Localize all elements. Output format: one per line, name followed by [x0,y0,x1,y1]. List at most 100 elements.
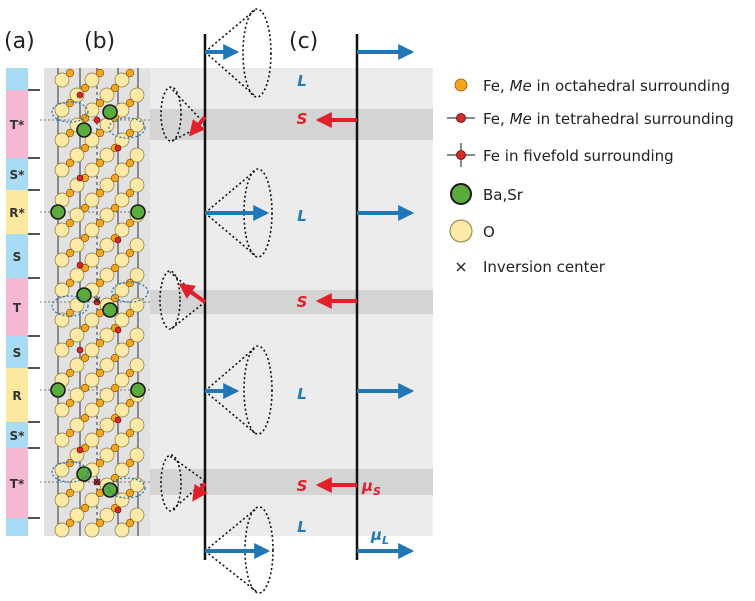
panel-label-a: (a) [4,29,35,54]
fe-octahedral-atom [110,353,120,363]
green-circle-icon [450,183,472,205]
fe-octahedral-atom [65,458,75,468]
red-dot-line-icon [456,113,466,123]
oxygen-atom [84,432,100,448]
fe-tetrahedral-atom [114,236,122,244]
oxygen-atom [99,147,115,163]
oxygen-atom [129,357,145,373]
fe-octahedral-atom [125,488,135,498]
oxygen-atom [69,477,85,493]
oxygen-atom [114,312,130,328]
oxygen-atom [114,522,130,538]
oxygen-atom [84,252,100,268]
oxygen-atom [114,402,130,418]
oxygen-atom [54,492,70,508]
legend-octahedral: Fe, Me in octahedral surrounding [483,77,730,95]
oxygen-atom [54,252,70,268]
fe-octahedral-atom [125,248,135,258]
fe-octahedral-atom [65,128,75,138]
oxygen-atom [129,297,145,313]
oxygen-atom [129,267,145,283]
basr-atom [76,466,92,482]
oxygen-atom [84,312,100,328]
oxygen-atom [54,312,70,328]
oxygen-atom [114,492,130,508]
fe-octahedral-atom [65,98,75,108]
oxygen-atom [54,342,70,358]
basr-atom [130,382,146,398]
fe-fivefold-atom [93,116,101,124]
fe-octahedral-atom [125,128,135,138]
oxygen-atom [54,282,70,298]
legend: Fe, Me in octahedral surrounding Fe, Me … [447,77,734,276]
oxygen-atom [99,447,115,463]
fe-octahedral-atom [125,398,135,408]
panel-label-c: (c) [289,29,318,54]
fe-octahedral-atom [125,188,135,198]
fe-octahedral-atom [80,353,90,363]
fe-octahedral-atom [80,113,90,123]
oxygen-atom [54,222,70,238]
oxygen-atom [129,237,145,253]
oxygen-atom [114,192,130,208]
basr-atom [76,122,92,138]
oxygen-atom [69,507,85,523]
fe-octahedral-atom [65,398,75,408]
block-highlight-ellipse [108,477,146,499]
fe-fivefold-atom [93,298,101,306]
fe-octahedral-atom [95,428,105,438]
fe-octahedral-atom [80,83,90,93]
layer-label-L-3: L [297,385,307,403]
oxygen-atom [114,432,130,448]
oxygen-atom [99,237,115,253]
fe-octahedral-atom [95,68,105,78]
block-label-5: T [13,301,22,315]
fe-octahedral-atom [65,488,75,498]
oxygen-atom [54,402,70,418]
fe-octahedral-atom [65,518,75,528]
fe-octahedral-atom [80,323,90,333]
fe-octahedral-atom [95,218,105,228]
basr-atom [50,382,66,398]
fe-octahedral-atom [80,503,90,513]
oxygen-atom [99,207,115,223]
fe-octahedral-atom [110,383,120,393]
oxygen-atom [99,327,115,343]
fe-octahedral-atom [95,398,105,408]
fe-octahedral-atom [65,278,75,288]
fe-octahedral-atom [80,413,90,423]
s-band-2 [150,290,433,314]
s-band-1 [150,109,433,140]
oxygen-atom [84,402,100,418]
yellow-circle-icon [449,219,473,243]
fe-octahedral-atom [80,233,90,243]
oxygen-atom [129,177,145,193]
oxygen-atom [129,327,145,343]
oxygen-atom [99,177,115,193]
block-highlight-ellipse [111,281,149,303]
fe-octahedral-atom [110,173,120,183]
fe-octahedral-atom [80,203,90,213]
inversion-center-mark [93,478,101,486]
block-label-4: S [13,250,22,264]
block-label-2: S* [10,168,26,182]
layer-label-S-3: S [297,477,308,495]
cross-mark-icon [456,262,466,272]
fe-octahedral-atom [65,248,75,258]
oxygen-atom [69,207,85,223]
block-highlight-ellipse [108,117,146,139]
oxygen-atom [69,147,85,163]
block-label-1: T* [10,118,25,132]
legend-tetrahedral: Fe, Me in tetrahedral surrounding [483,110,734,128]
basr-atom [102,104,118,120]
fe-tetrahedral-atom [76,261,84,269]
oxygen-atom [69,267,85,283]
basr-atom [102,482,118,498]
fe-octahedral-atom [95,458,105,468]
oxygen-atom [114,132,130,148]
basr-atom [50,204,66,220]
legend-fivefold: Fe in fivefold surrounding [483,147,674,165]
fe-tetrahedral-atom [76,174,84,182]
fe-octahedral-atom [125,518,135,528]
